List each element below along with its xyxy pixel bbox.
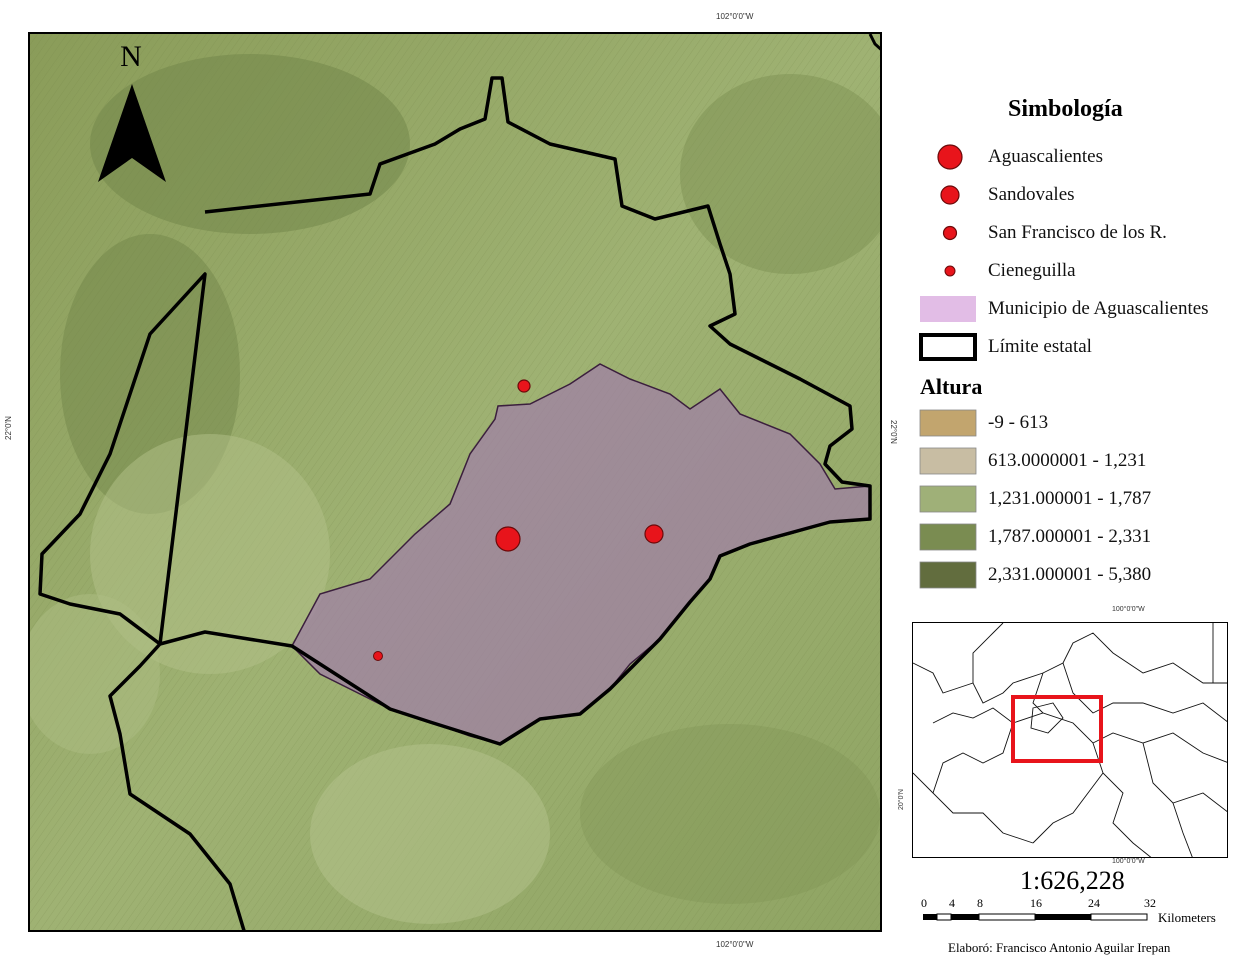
terrain-highland [90, 54, 410, 234]
swatch-icon [919, 485, 977, 513]
locator-map[interactable] [912, 622, 1228, 858]
map-coord-top: 102°0'0"W [716, 12, 754, 21]
locator-boundary [1030, 702, 1064, 734]
legend-altura-4: 2,331.000001 - 5,380 [918, 560, 1234, 590]
scale-tick-label: 0 [921, 896, 927, 910]
locator-boundary [913, 772, 934, 794]
legend-label: -9 - 613 [988, 412, 1049, 433]
point-tiny-icon [944, 265, 956, 277]
legend-item-cieneguilla: Cieneguilla [918, 256, 1234, 286]
scale-ratio: 1:626,228 [1020, 866, 1125, 895]
legend-item-aguascalientes: Aguascalientes [918, 142, 1234, 172]
swatch-icon [919, 447, 977, 475]
scale-tick-label: 32 [1144, 896, 1156, 910]
scale-unit: Kilometers [1158, 910, 1216, 925]
scale-tick-label: 24 [1088, 896, 1100, 910]
scale-tick-label: 16 [1030, 896, 1042, 910]
inset-coord-left: 20°0'N [898, 789, 905, 810]
point-medium-icon [940, 185, 960, 205]
legend-altura-3: 1,787.000001 - 2,331 [918, 522, 1234, 552]
locator-boundary [1172, 802, 1193, 857]
swatch-icon [919, 561, 977, 589]
scale-bar-graphic [923, 913, 1148, 921]
point-large-icon [937, 144, 963, 170]
legend-item-municipio: Municipio de Aguascalientes [918, 294, 1234, 324]
legend-label: 613.0000001 - 1,231 [988, 450, 1147, 471]
inset-coord-bottom: 100°0'0"W [1112, 858, 1145, 865]
locator-boundary [972, 623, 1004, 683]
terrain-valley [30, 594, 160, 754]
point-aguascalientes [495, 526, 521, 552]
legend-label: Municipio de Aguascalientes [988, 298, 1209, 319]
legend-label: 2,331.000001 - 5,380 [988, 564, 1152, 585]
state-boundary-north [868, 34, 880, 51]
locator-boundary [1032, 672, 1044, 714]
locator-highlight [1011, 695, 1103, 763]
legend-altura-1: 613.0000001 - 1,231 [918, 446, 1234, 476]
legend-label: Límite estatal [988, 336, 1092, 357]
altura-title: Altura [920, 374, 983, 399]
legend-label: Sandovales [988, 184, 1075, 205]
legend-label: San Francisco de los R. [988, 222, 1167, 243]
north-arrow-icon [98, 84, 166, 182]
locator-boundary [1142, 742, 1227, 813]
terrain-highland [580, 724, 880, 904]
legend-label: Cieneguilla [988, 260, 1076, 281]
point-san-francisco [517, 379, 531, 393]
credit-text: Elaboró: Francisco Antonio Aguilar Irepa… [948, 940, 1171, 955]
legend-item-limite: Límite estatal [918, 332, 1234, 362]
legend-altura-2: 1,231.000001 - 1,787 [918, 484, 1234, 514]
map-coord-left: 22°0'N [4, 416, 13, 440]
point-cieneguilla [373, 651, 383, 661]
polygon-fill-icon [920, 296, 976, 322]
locator-boundary [932, 707, 1034, 844]
scale-tick-label: 4 [949, 896, 955, 910]
north-label: N [120, 40, 142, 73]
state-boundary [38, 76, 872, 930]
locator-boundary [1092, 742, 1152, 857]
point-sandovales [644, 524, 664, 544]
map-coord-bottom: 102°0'0"W [716, 940, 754, 949]
legend-item-sandovales: Sandovales [918, 180, 1234, 210]
main-map[interactable] [28, 32, 882, 932]
legend-title: Simbología [1008, 96, 1123, 122]
map-coord-right: 22°0'N [889, 420, 898, 444]
legend-label: Aguascalientes [988, 146, 1104, 167]
legend-item-san-francisco: San Francisco de los R. [918, 218, 1234, 248]
inset-coord-top: 100°0'0"W [1112, 606, 1145, 613]
terrain-map [30, 34, 880, 930]
locator-boundary [913, 632, 1227, 704]
scale-tick-label: 8 [977, 896, 983, 910]
swatch-icon [919, 523, 977, 551]
legend-label: 1,787.000001 - 2,331 [988, 526, 1152, 547]
locator-boundary [1012, 712, 1227, 763]
scale-bar: 0 4 8 16 24 32 Kilometers [918, 896, 1228, 936]
terrain-valley [90, 434, 330, 674]
terrain-valley [310, 744, 550, 924]
locator-boundary [1032, 772, 1104, 844]
legend-label: 1,231.000001 - 1,787 [988, 488, 1152, 509]
terrain-highland [680, 74, 880, 274]
locator-map-svg [913, 623, 1227, 857]
point-small-icon [942, 225, 958, 241]
legend-altura-0: -9 - 613 [918, 408, 1234, 438]
polygon-outline-icon [919, 333, 977, 361]
north-arrow: N [96, 40, 168, 190]
swatch-icon [919, 409, 977, 437]
